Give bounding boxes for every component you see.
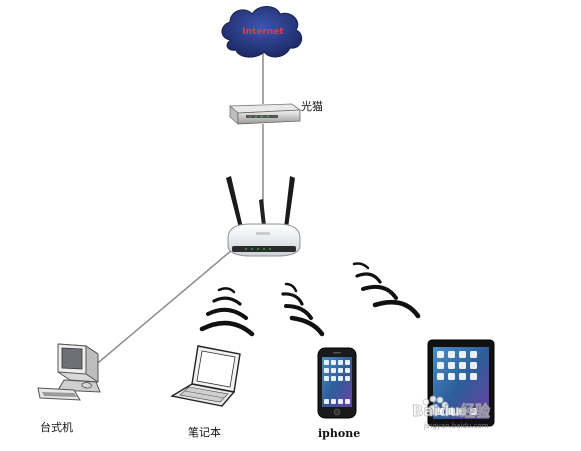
iphone-label: iphone xyxy=(318,427,361,440)
watermark-url: jingyan.baidu.com xyxy=(423,422,489,430)
laptop-label: 笔记本 xyxy=(188,426,221,439)
watermark-brand: Baidu经验 xyxy=(412,402,491,420)
paw-logo-icon xyxy=(422,395,449,416)
wifi-waves-phone xyxy=(281,282,325,337)
iphone-icon xyxy=(317,347,357,419)
desktop-computer-icon xyxy=(37,343,101,401)
laptop-icon xyxy=(170,345,241,407)
wireless-router-icon xyxy=(226,176,301,257)
internet-cloud-icon: Internet xyxy=(221,6,303,58)
cloud-label: Internet xyxy=(242,27,284,37)
wifi-waves-tablet xyxy=(352,262,421,319)
modem-icon xyxy=(228,103,302,125)
desktop-label: 台式机 xyxy=(40,421,73,434)
cable-router-to-desktop xyxy=(79,249,233,379)
wifi-waves-laptop xyxy=(199,287,255,337)
baidu-watermark: Baidu经验 jingyan.baidu.com xyxy=(412,395,491,430)
modem-label: 光猫 xyxy=(301,100,323,113)
